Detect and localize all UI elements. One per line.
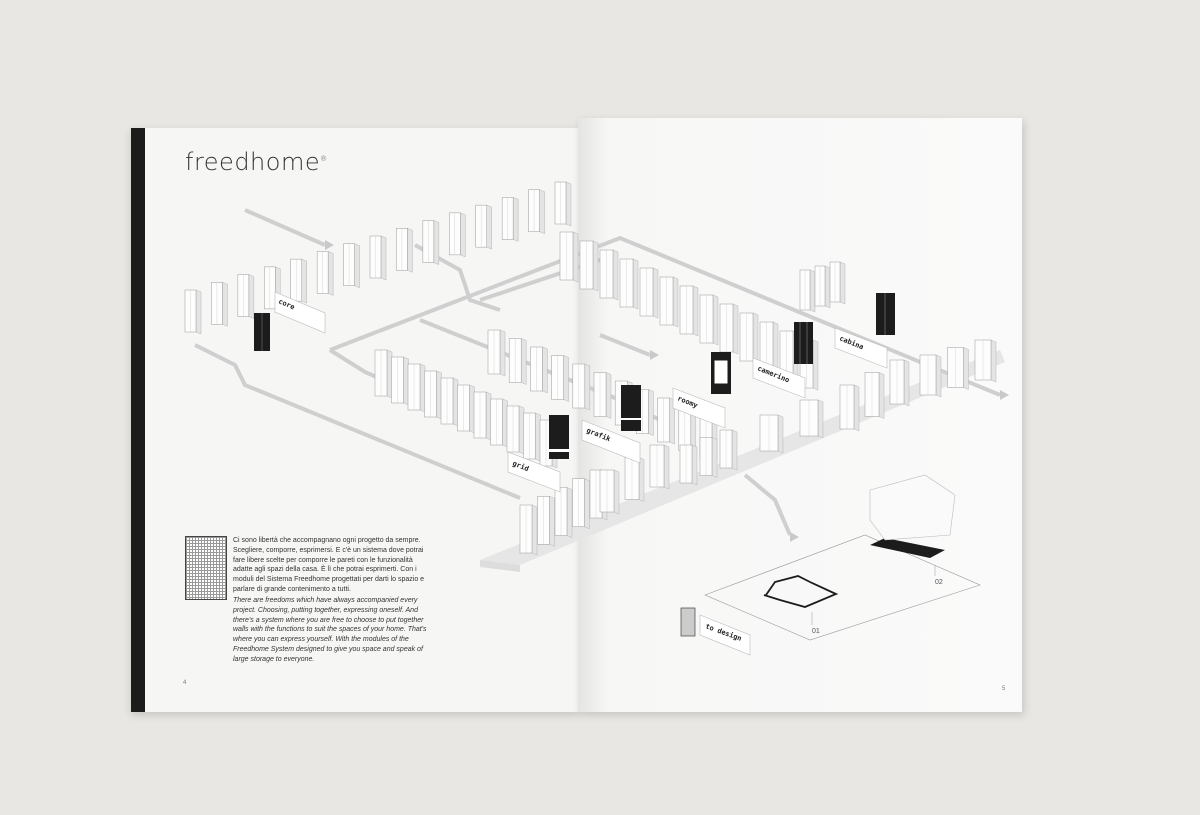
to-design-swatch xyxy=(680,607,696,637)
cabinet xyxy=(799,399,824,439)
grid-module-icon xyxy=(549,415,569,459)
cabinet xyxy=(679,444,698,486)
grafik-module-icon xyxy=(621,385,641,431)
cabinet xyxy=(407,363,426,413)
cabinet xyxy=(599,249,619,301)
cabinet xyxy=(678,406,696,453)
cabinet xyxy=(572,363,590,411)
cabinet xyxy=(475,204,492,250)
arrows xyxy=(325,240,1009,542)
arrow-icon xyxy=(1000,390,1009,400)
cabinet xyxy=(974,339,997,383)
cabinet xyxy=(559,231,579,283)
room-plan: 01 02 xyxy=(704,474,981,641)
cabinet xyxy=(839,384,860,432)
cabinet xyxy=(572,478,590,530)
arrow-icon xyxy=(325,240,334,250)
cabinet xyxy=(554,181,572,227)
module-cabina: cabina xyxy=(834,293,895,369)
step-02-label: 02 xyxy=(935,579,943,586)
cabinet xyxy=(919,354,942,398)
cabinet xyxy=(579,240,599,292)
cabinet xyxy=(369,235,387,281)
module-roomy: roomy xyxy=(672,352,731,429)
cabinet xyxy=(391,356,409,406)
cabinet xyxy=(506,405,525,455)
body-text-english: There are freedoms which have always acc… xyxy=(233,597,427,663)
module-camerino: camerino xyxy=(752,322,813,399)
page-number-right: 5 xyxy=(1002,686,1006,692)
cabinet xyxy=(422,220,440,265)
cabinet xyxy=(679,285,699,337)
page-edge-black xyxy=(131,128,145,712)
cabinet xyxy=(554,487,573,538)
cabinet xyxy=(490,398,508,448)
cabinet xyxy=(523,412,541,462)
cabinet xyxy=(639,267,659,319)
cabinet xyxy=(551,355,569,402)
cabinet xyxy=(457,384,475,434)
module-grafik: grafik xyxy=(581,385,641,464)
cabinet xyxy=(829,261,846,305)
cabina-module-icon xyxy=(876,293,895,335)
cabinet xyxy=(719,303,739,355)
cabinet xyxy=(759,321,779,373)
cabinet xyxy=(237,274,255,319)
cabinet xyxy=(440,377,459,427)
cabinet xyxy=(211,281,228,327)
cabinet xyxy=(659,276,679,328)
cabinet xyxy=(424,370,442,420)
step-01-label: 01 xyxy=(812,628,820,635)
arrow-icon xyxy=(790,532,799,542)
camerino-module-icon xyxy=(794,322,813,364)
cabinet xyxy=(947,347,969,390)
cabinet-rows xyxy=(184,181,997,556)
cabinet xyxy=(508,338,527,385)
cabinet xyxy=(519,504,538,556)
cabinet xyxy=(184,289,202,335)
cabinet xyxy=(593,372,612,419)
cabinet xyxy=(657,397,675,445)
cabinet xyxy=(343,243,360,289)
cabinet xyxy=(889,359,910,407)
module-grid: grid xyxy=(507,415,569,493)
cabinet xyxy=(864,372,885,419)
cabinet xyxy=(473,391,492,441)
cabinet xyxy=(814,265,831,309)
cabinet xyxy=(528,189,545,235)
cabinet xyxy=(530,346,548,394)
cabinet xyxy=(396,227,413,273)
cabinet xyxy=(316,251,334,296)
cabinet xyxy=(699,294,719,346)
page-number-left: 4 xyxy=(183,680,187,686)
logo-text: freedhome xyxy=(185,148,321,176)
arrow-icon xyxy=(650,350,659,360)
cabinet xyxy=(290,258,307,304)
cabinet xyxy=(739,312,759,364)
cabinet xyxy=(799,269,816,313)
cabinet xyxy=(449,212,466,258)
freedhome-logo: freedhome® xyxy=(185,148,328,176)
to-design: to design xyxy=(680,607,751,656)
cabinet xyxy=(624,457,645,502)
cabinet xyxy=(537,495,555,547)
cabinet xyxy=(374,349,393,399)
cabinet xyxy=(487,329,506,377)
grid-pattern-swatch xyxy=(185,536,227,600)
module-core: core xyxy=(254,291,326,351)
logo-mark: ® xyxy=(320,155,328,163)
body-text-italian: Ci sono libertà che accompagnano ogni pr… xyxy=(233,537,425,593)
cabinet xyxy=(649,444,670,490)
cabinet xyxy=(619,258,639,310)
cabinet xyxy=(599,469,620,515)
cabinet xyxy=(759,414,784,454)
cabinet xyxy=(719,429,738,471)
cabinet xyxy=(699,437,718,478)
cabinet xyxy=(501,197,519,242)
